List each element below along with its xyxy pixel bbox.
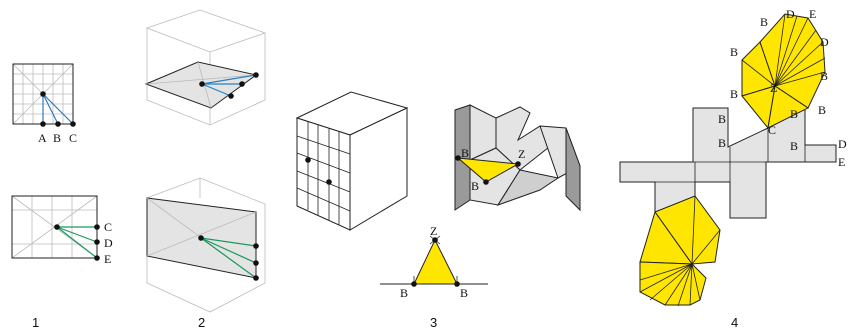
label-B: B (461, 146, 469, 160)
label-E: E (838, 155, 845, 169)
label-B: B (460, 286, 468, 300)
panel-1: A B C C D E 1 (11, 63, 113, 330)
panel-2-number: 2 (198, 315, 205, 330)
label-Z: Z (430, 224, 437, 238)
label-C: C (104, 220, 112, 234)
panel-4-flat-net (619, 107, 837, 219)
label-B: B (820, 69, 828, 83)
panel-4-lower-fan (639, 195, 721, 307)
label-Z: Z (770, 81, 777, 95)
label-B: B (790, 107, 798, 121)
label-B: B (53, 131, 61, 145)
panel-2: 2 (144, 9, 267, 330)
panel-1-square-grid: A B C (12, 63, 77, 145)
panel-1-number: 1 (32, 315, 39, 330)
label-B: B (790, 139, 798, 153)
panel-3-number: 3 (430, 315, 437, 330)
label-D: D (786, 7, 795, 21)
label-B: B (400, 286, 408, 300)
label-B: B (730, 87, 738, 101)
label-B: B (718, 112, 726, 126)
label-A: A (38, 131, 47, 145)
label-C: C (69, 131, 77, 145)
panel-1-rect-grid: C D E (11, 195, 113, 266)
label-D: D (838, 137, 847, 151)
label-B: B (730, 45, 738, 59)
panel-4-upper-fan: B D E B D B Z B B B C B B B D E (718, 7, 847, 169)
label-B: B (818, 103, 826, 117)
panel-2-cube-diagonal-section (146, 177, 266, 313)
panel-3-grid-cube (295, 91, 409, 231)
label-B: B (471, 179, 479, 193)
panel-3: B Z B Z B B 3 (295, 91, 581, 330)
label-E: E (104, 252, 111, 266)
panel-3-folded-net: B Z B (454, 104, 581, 212)
label-D: D (820, 35, 829, 49)
label-B: B (760, 15, 768, 29)
label-C: C (768, 123, 776, 137)
panel-4: B D E B D B Z B B B C B B B D E (619, 7, 847, 330)
label-E: E (809, 7, 816, 21)
label-Z: Z (518, 147, 525, 161)
label-B: B (718, 136, 726, 150)
panel-2-cube-section (144, 9, 267, 126)
panel-3-triangle: Z B B (380, 224, 488, 300)
label-D: D (104, 236, 113, 250)
panel-4-number: 4 (731, 315, 738, 330)
